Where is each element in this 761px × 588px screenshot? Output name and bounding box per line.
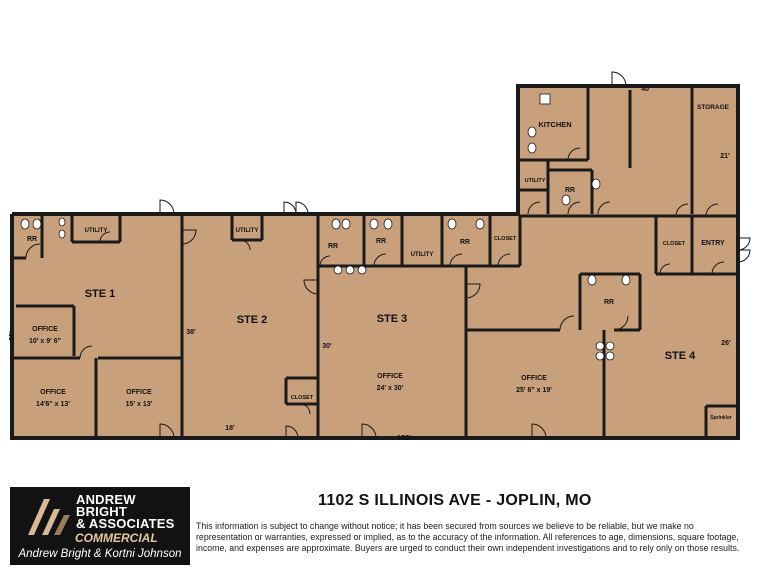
- closet-label-ste2: CLOSET: [291, 395, 314, 401]
- rr-label-ste3-b: RR: [376, 238, 386, 245]
- brand-line-1: ANDREW: [76, 492, 136, 507]
- office-label-ste1-small: OFFICE: [32, 326, 58, 333]
- dimension-rear-width: 40': [641, 86, 651, 93]
- dimension-ste3-depth: 30': [322, 343, 332, 350]
- closet-label-ste3: CLOSET: [494, 236, 517, 242]
- dimension-left-depth: 39': [9, 331, 16, 341]
- utility-label-ste2: UTILITY: [236, 228, 259, 234]
- brand-logo: [10, 487, 190, 565]
- agent-names: Andrew Bright & Kortni Johnson: [18, 548, 182, 560]
- rr-label-ste1: RR: [27, 236, 37, 243]
- utility-label-rear: UTILITY: [525, 178, 546, 184]
- floor-area: [12, 86, 738, 438]
- rr-label-ste3-c: RR: [460, 239, 470, 246]
- storage-label: STORAGE: [697, 104, 730, 111]
- dimension-ste4-depth: 26': [721, 340, 731, 347]
- office-dims-ste1-left: 14'6" x 13': [36, 401, 70, 408]
- dimension-ste2-width: 18': [225, 425, 235, 432]
- utility-label-ste3: UTILITY: [411, 252, 434, 258]
- dimension-ste2-depth: 38': [186, 329, 196, 336]
- utility-label-ste1: UTILITY: [85, 228, 108, 234]
- floor-plan: STE 1 STE 2 STE 3 STE 4 RR UTILITY UTILI…: [9, 71, 751, 442]
- office-label-ste1-right: OFFICE: [126, 389, 152, 396]
- disclaimer-text: This information is subject to change wi…: [196, 521, 740, 553]
- office-label-ste4: OFFICE: [521, 375, 547, 382]
- brand-line-2: BRIGHT: [76, 504, 128, 519]
- office-dims-ste1-right: 15' x 13': [126, 401, 153, 408]
- dimension-storage-depth: 21': [720, 153, 730, 160]
- rr-label-ste4: RR: [604, 299, 614, 306]
- plumbing-fixtures: [20, 93, 631, 361]
- brand-line-3: & ASSOCIATES: [76, 516, 175, 531]
- ste4-label: STE 4: [665, 350, 696, 362]
- closet-label-ste4: CLOSET: [663, 241, 686, 247]
- property-address: 1102 S ILLINOIS AVE - JOPLIN, MO: [318, 492, 592, 509]
- office-dims-ste1-small: 10' x 9' 6": [29, 338, 61, 345]
- interior-walls: [14, 88, 736, 438]
- office-label-ste1-left: OFFICE: [40, 389, 66, 396]
- exterior-walls: [10, 84, 740, 440]
- office-label-ste3: OFFICE: [377, 373, 403, 380]
- office-dims-ste3: 24' x 30': [377, 385, 404, 392]
- ste1-label: STE 1: [85, 288, 116, 300]
- ste2-label: STE 2: [237, 314, 268, 326]
- rr-label-rear: RR: [565, 187, 575, 194]
- rr-label-ste3-a: RR: [328, 243, 338, 250]
- dimension-overall-width: 130': [397, 433, 412, 442]
- kitchen-label: KITCHEN: [538, 120, 571, 129]
- door-swings: [25, 71, 751, 439]
- brand-line-4: COMMERCIAL: [75, 531, 158, 545]
- office-dims-ste4: 25' 6" x 19': [516, 387, 552, 394]
- ste3-label: STE 3: [377, 313, 408, 325]
- entry-label: ENTRY: [701, 240, 725, 247]
- logo-mark-icon: [28, 499, 70, 535]
- sprinkler-label: Sprinkler: [710, 415, 732, 421]
